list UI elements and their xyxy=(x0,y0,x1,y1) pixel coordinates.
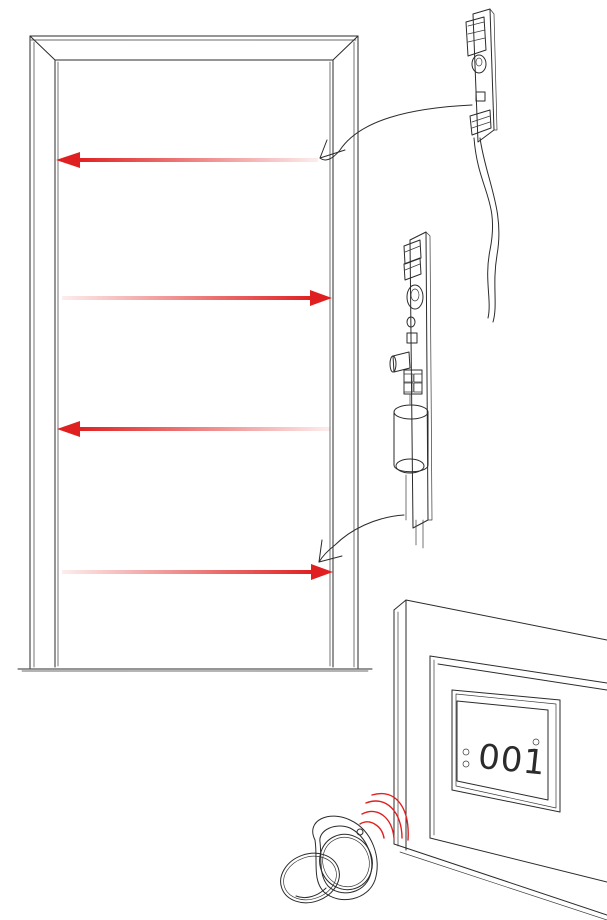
control-board-icon xyxy=(389,231,433,549)
card-reader-icon: 001 xyxy=(393,599,607,920)
callout-lines xyxy=(318,104,473,563)
door-frame-icon xyxy=(17,35,373,672)
key-fob-icon xyxy=(280,815,378,904)
infrared-beams xyxy=(56,152,333,580)
sensor-module-icon xyxy=(465,8,500,323)
beam-3-arrow-left xyxy=(57,421,330,437)
beam-4-arrow-right xyxy=(62,564,333,580)
beam-2-arrow-right xyxy=(62,290,332,306)
reader-display-text: 001 xyxy=(476,737,548,784)
beam-1-arrow-left xyxy=(56,152,318,168)
wireless-signal-icon xyxy=(359,792,409,841)
